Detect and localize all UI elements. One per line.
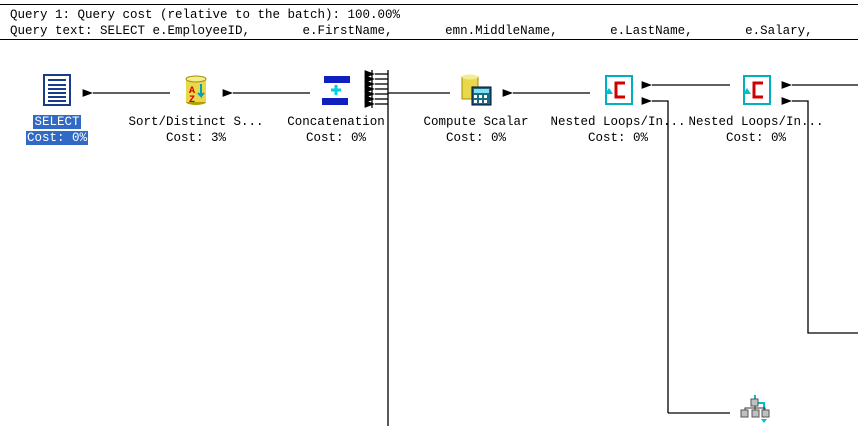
node-name: Concatenation	[287, 115, 385, 129]
select-icon	[43, 74, 71, 106]
node-cost: Cost: 0%	[725, 131, 786, 145]
node-cost: Cost: 0%	[25, 131, 88, 145]
svg-text:A: A	[189, 86, 195, 97]
query-header: Query 1: Query cost (relative to the bat…	[0, 4, 858, 40]
query-text-line: Query text: SELECT e.EmployeeID, e.First…	[10, 24, 813, 38]
plan-node-select[interactable]: SELECT Cost: 0%	[0, 74, 127, 146]
sort-icon: AZ	[185, 75, 207, 106]
query-cost-line: Query 1: Query cost (relative to the bat…	[10, 8, 401, 22]
node-name: Nested Loops/In...	[688, 115, 824, 129]
index-seek-icon[interactable]	[740, 395, 774, 427]
nested-loops-icon	[605, 75, 633, 105]
compute-scalar-icon	[461, 74, 492, 106]
plan-node-nested-loops-2[interactable]: Nested Loops/In... Cost: 0%	[686, 74, 826, 146]
svg-text:Z: Z	[189, 95, 195, 106]
node-name: Compute Scalar	[423, 115, 529, 129]
node-name: Sort/Distinct S...	[128, 115, 264, 129]
node-cost: Cost: 0%	[587, 131, 648, 145]
concatenation-icon	[322, 76, 350, 105]
node-cost: Cost: 0%	[305, 131, 366, 145]
node-name: SELECT	[33, 115, 81, 129]
plan-node-nested-loops-1[interactable]: Nested Loops/In... Cost: 0%	[548, 74, 688, 146]
node-cost: Cost: 3%	[165, 131, 226, 145]
node-cost: Cost: 0%	[445, 131, 506, 145]
nested-loops-icon	[743, 75, 771, 105]
node-name: Nested Loops/In...	[550, 115, 686, 129]
